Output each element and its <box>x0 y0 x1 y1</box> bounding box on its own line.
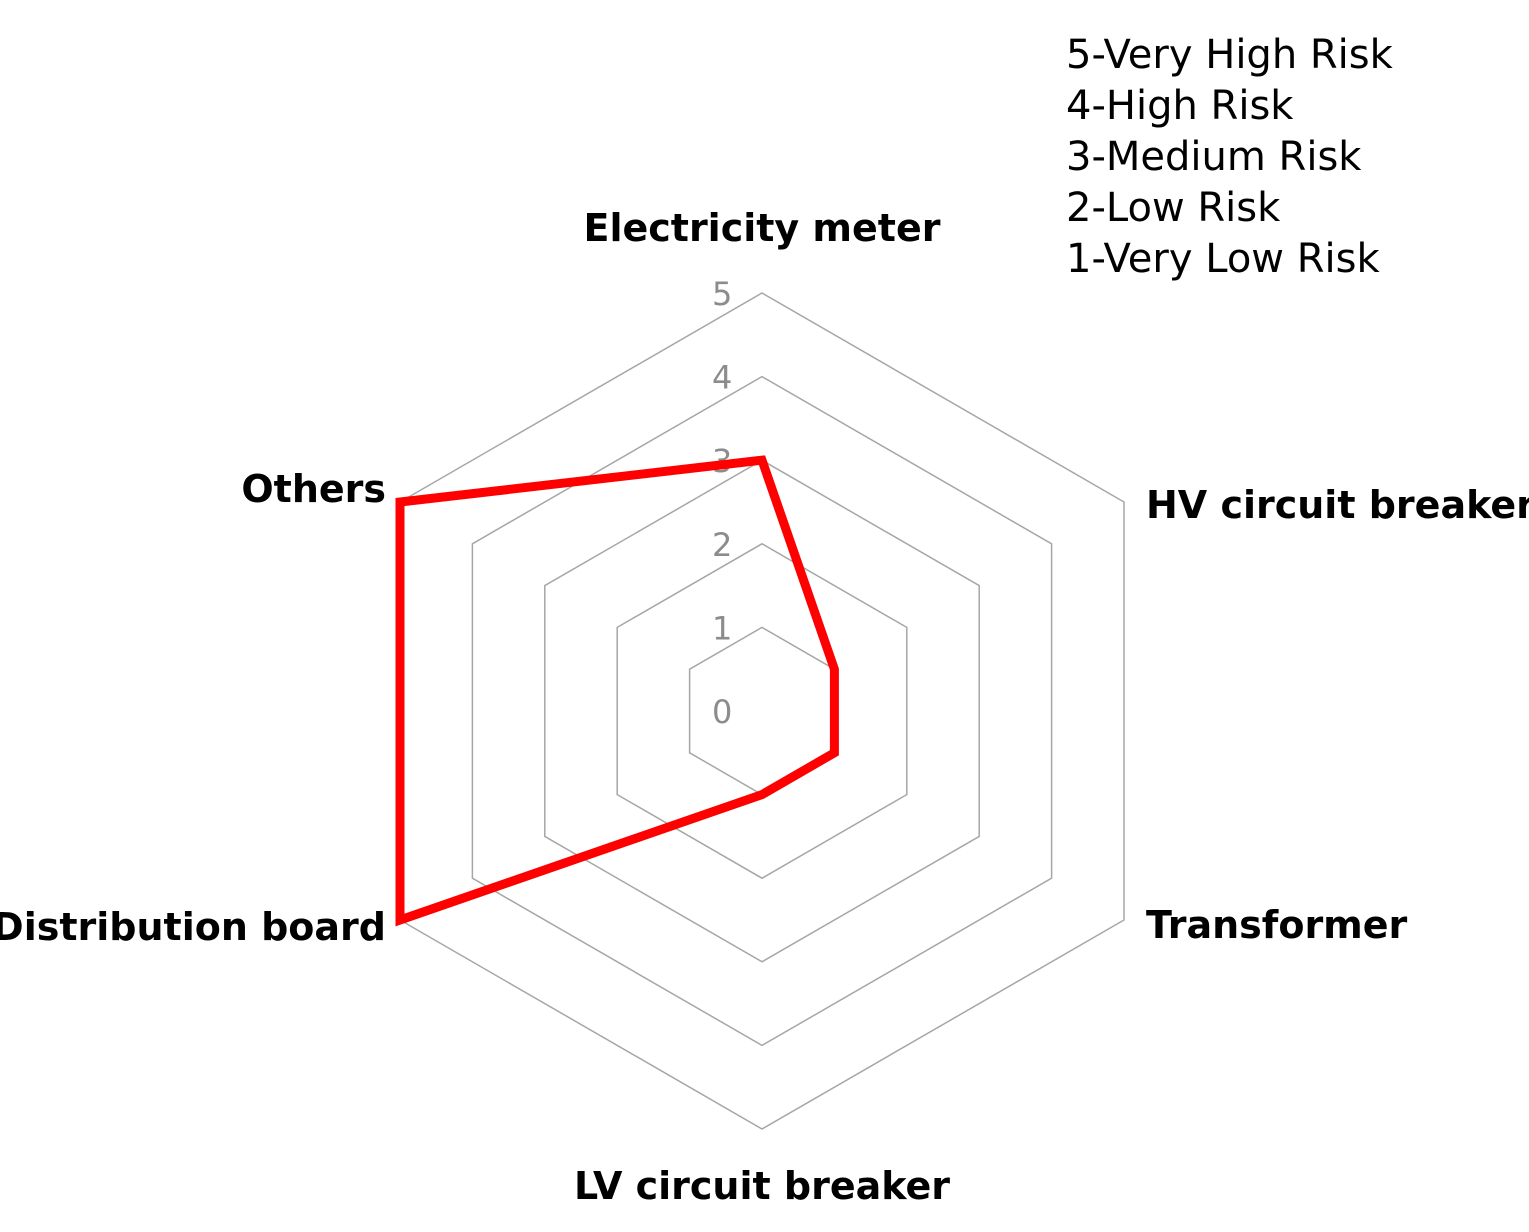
risk-scale-entry-3: 3-Medium Risk <box>1066 134 1362 180</box>
risk-scale-entry-1: 1-Very Low Risk <box>1066 236 1380 282</box>
radar-grid <box>399 292 1125 1130</box>
category-label-0: Electricity meter <box>584 206 941 250</box>
category-label-4: Distribution board <box>0 905 386 949</box>
tick-label-0: 0 <box>712 693 732 731</box>
grid-ring-4 <box>471 375 1053 1047</box>
tick-label-2: 2 <box>712 526 732 564</box>
category-label-2: Transformer <box>1146 903 1408 947</box>
category-label-5: Others <box>241 467 386 511</box>
category-labels: Electricity meter HV circuit breakerTrans… <box>0 206 1529 1208</box>
category-label-3: LV circuit breaker <box>574 1164 950 1208</box>
risk-scale-legend: 5-Very High Risk 4-High Risk 3-Medium Ri… <box>1066 30 1393 285</box>
tick-label-1: 1 <box>712 609 732 647</box>
series-line-0 <box>395 455 839 927</box>
radar-series <box>395 455 839 927</box>
grid-ring-3 <box>544 459 980 963</box>
risk-scale-entry-5: 5-Very High Risk <box>1066 32 1393 78</box>
risk-scale-entry-4: 4-High Risk <box>1066 83 1294 129</box>
tick-label-5: 5 <box>712 275 732 313</box>
tick-label-4: 4 <box>712 359 732 397</box>
category-label-1: HV circuit breaker <box>1146 483 1529 527</box>
grid-ring-5 <box>399 292 1125 1130</box>
risk-scale-entry-2: 2-Low Risk <box>1066 185 1281 231</box>
grid-ring-2 <box>616 542 908 880</box>
